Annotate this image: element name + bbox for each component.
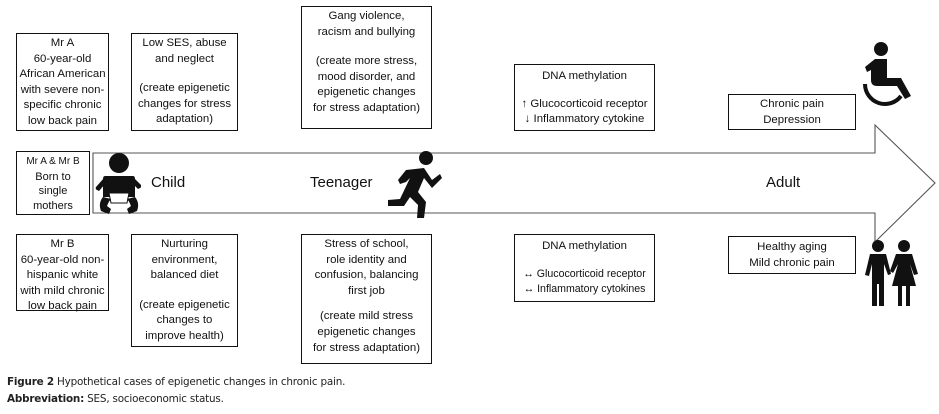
figure-label: Figure 2 [7,376,54,388]
factor-line: racism and bullying [317,25,416,38]
effect-line: (create epigenetic [139,298,230,311]
factor-line: Nurturing [161,238,208,250]
mr-b-line: with mild chronic [20,284,105,297]
methylation-item: ↔ Inflammatory cytokines [524,282,646,298]
methylation-title: DNA methylation [542,70,627,82]
stage-teenager-label: Teenager [310,174,373,191]
effect-line: for stress adaptation) [313,101,420,114]
figure-text: Hypothetical cases of epigenetic changes… [53,376,346,388]
start-box-line: single [38,185,68,197]
mr-a-box: Mr A 60-year-old African American with s… [16,33,109,131]
start-box-line: mothers [33,199,73,212]
factor-line: Low SES, abuse [142,37,227,49]
mr-a-line: low back pain [27,114,98,127]
effect-line: changes to [156,314,213,327]
mr-b-line: hispanic white [26,269,99,282]
outcome-line: Depression [763,113,821,126]
mr-b-outcome-box: Healthy aging Mild chronic pain [728,236,856,274]
methylation-item: ↑ Glucocorticoid receptor [522,97,648,113]
effect-line: mood disorder, and [317,70,416,83]
figure-caption: Figure 2 Hypothetical cases of epigeneti… [7,376,345,388]
methylation-title: DNA methylation [542,240,627,252]
mr-a-methylation-box: DNA methylation ↑ Glucocorticoid recepto… [514,64,655,131]
mr-a-outcome-box: Chronic pain Depression [728,94,856,130]
effect-line: (create mild stress [319,310,414,323]
mr-a-line: Mr A [50,37,75,49]
outcome-line: Healthy aging [757,241,827,253]
timeline-arrow-shape [92,123,936,244]
factor-line: first job [348,284,385,297]
factor-line: balanced diet [150,269,219,282]
unchanged-arrow-icon: ↔ [523,267,534,280]
factor-line: confusion, balancing [314,269,419,282]
abbreviation-text: SES, socioeconomic status. [84,393,224,405]
effect-line: changes for stress [137,97,232,110]
methylation-item-label: Glucocorticoid receptor [530,97,648,110]
mr-b-line: low back pain [27,300,98,313]
stage-adult-label: Adult [766,174,801,191]
effect-line: (create epigenetic [139,82,230,95]
baby-icon [95,153,141,214]
outcome-line: Mild chronic pain [749,256,835,269]
mr-a-line: with severe non- [20,83,105,96]
mr-a-child-factors-box: Low SES, abuse and neglect (create epige… [131,33,238,131]
outcome-line: Chronic pain [760,98,824,110]
mr-a-line: 60-year-old [33,52,92,65]
effect-line: epigenetic changes [317,325,416,338]
running-person-icon [388,151,442,218]
methylation-item-label: Inflammatory cytokines [537,283,646,296]
mr-b-line: Mr B [50,238,75,250]
factor-line: role identity and [326,253,407,266]
methylation-item: ↓ Inflammatory cytokine [525,112,645,128]
mr-b-teen-factors-box: Stress of school, role identity and conf… [301,234,432,364]
mr-a-line: African American [19,68,106,81]
effect-line: (create more stress, [315,55,418,68]
start-box-line: Born to [35,170,71,183]
abbreviation-label: Abbreviation: [7,393,85,405]
effect-line: epigenetic changes [317,86,416,99]
effect-line: for stress adaptation) [313,341,420,354]
mr-a-teen-factors-box: Gang violence, racism and bullying (crea… [301,6,432,129]
decrease-arrow-icon: ↓ [524,113,531,126]
methylation-item-label: Glucocorticoid receptor [536,267,646,280]
factor-line: Stress of school, [324,238,409,250]
mr-b-child-factors-box: Nurturing environment, balanced diet (cr… [131,234,238,347]
effect-line: improve health) [145,329,224,342]
mr-b-methylation-box: DNA methylation ↔ Glucocorticoid recepto… [514,234,655,302]
effect-line: adaptation) [156,113,213,126]
couple-icon [865,240,918,306]
methylation-item-label: Inflammatory cytokine [533,113,645,126]
abbreviation-note: Abbreviation: SES, socioeconomic status. [7,393,224,405]
increase-arrow-icon: ↑ [521,97,528,110]
mr-a-line: specific chronic [23,99,102,112]
unchanged-arrow-icon: ↔ [523,283,535,296]
wheelchair-icon [863,42,911,106]
mr-b-line: 60-year-old non- [20,253,105,266]
factor-line: and neglect [155,52,214,65]
methylation-item: ↔ Glucocorticoid receptor [523,267,645,283]
start-box-line: Mr A & Mr B [26,156,80,167]
stage-child-label: Child [151,174,186,191]
start-box: Mr A & Mr B Born to single mothers [16,151,90,215]
mr-b-box: Mr B 60-year-old non- hispanic white wit… [16,234,109,312]
factor-line: environment, [151,253,218,266]
factor-line: Gang violence, [328,10,405,22]
